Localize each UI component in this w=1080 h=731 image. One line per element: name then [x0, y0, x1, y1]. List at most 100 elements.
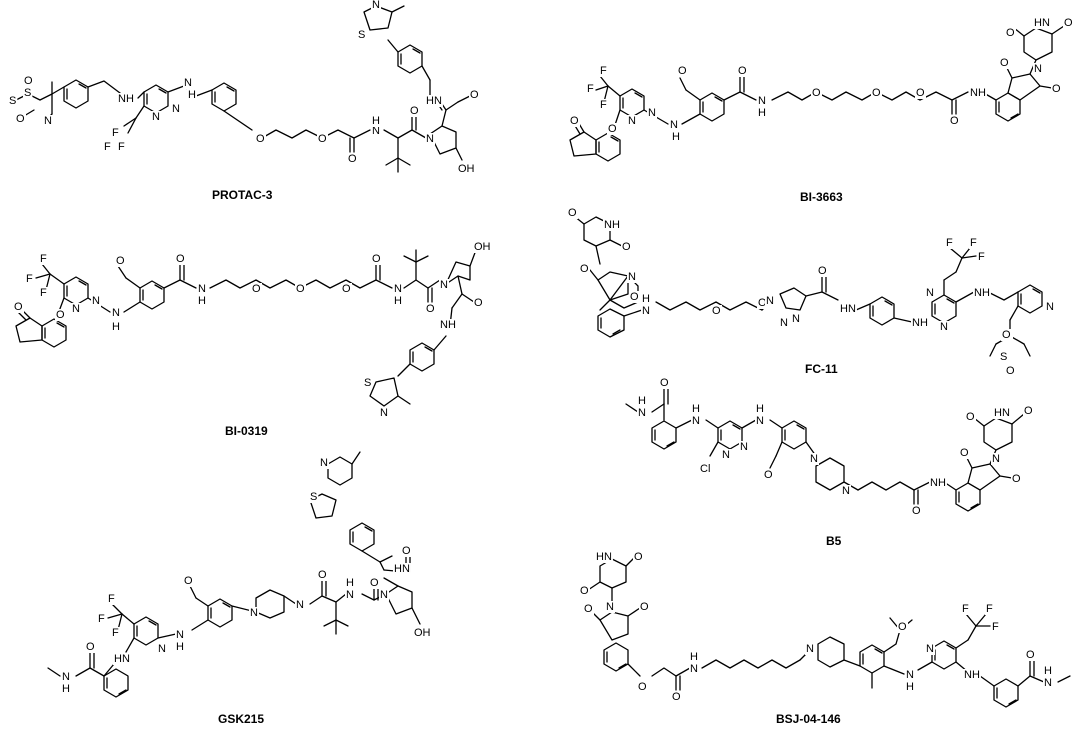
atom-label-background [1023, 405, 1034, 417]
atom-label-background [817, 265, 828, 277]
atom-label: NH [974, 287, 990, 299]
atom-label: H [906, 681, 914, 693]
atom-label-background [629, 291, 640, 303]
atom-label-background [357, 29, 367, 41]
atom-label-background [183, 575, 194, 587]
atom-label: O [916, 87, 925, 99]
atom-label: N [906, 669, 914, 681]
atom-label: O [252, 283, 261, 295]
atom-label-background [439, 319, 457, 331]
atom-label-background [639, 601, 650, 613]
atom-label-background [85, 641, 96, 653]
compound-b5: N H O N H N N Cl N H O N N O NH O O N O … [625, 377, 1034, 548]
atom-label-background [13, 301, 24, 313]
atom-label: O [348, 153, 357, 165]
atom-label-background [379, 589, 389, 601]
atom-label: HN [994, 407, 1010, 419]
atom-label-background [586, 83, 595, 95]
atom-label: N [92, 295, 100, 307]
atom-label-background [739, 441, 749, 453]
atom-label: O [1052, 83, 1061, 95]
atom-label-background [841, 485, 851, 497]
atom-label-background [111, 127, 120, 139]
atom-label-background [341, 283, 352, 295]
atom-label: O [580, 585, 589, 597]
atom-label-background [91, 295, 101, 307]
atom-label: OH [474, 241, 491, 253]
atom-label: N [756, 415, 764, 427]
atom-label-background [317, 133, 328, 145]
compound-bsj: O O HN O O N O O N H N O N H N F F F NH … [579, 551, 1071, 726]
atom-label-background [925, 287, 935, 299]
atom-label-background [1005, 365, 1016, 377]
atom-label-background [595, 551, 613, 563]
atom-label: H [176, 641, 184, 653]
atom-label: F [108, 593, 115, 605]
atom-label: N [926, 643, 934, 655]
bi0319-atom-labels: F F F O O N N N H O O N H O O O O N H O … [13, 241, 492, 419]
atom-label-background [961, 603, 970, 615]
atom-label: O [318, 569, 327, 581]
atom-label: O [580, 263, 589, 275]
atom-label: F [986, 603, 993, 615]
atom-label-background [1063, 17, 1074, 29]
atom-label-background [171, 103, 181, 115]
atom-label: NH [912, 317, 928, 329]
atom-label-background [457, 163, 476, 175]
atom-label: O [14, 301, 23, 313]
atom-label-background [991, 453, 1001, 465]
atom-label-background [711, 305, 722, 317]
atom-label-background [157, 643, 167, 655]
atom-label-background [689, 651, 699, 663]
atom-label-background [295, 283, 306, 295]
atom-label-background [39, 287, 48, 299]
atom-label: H [188, 89, 196, 101]
atom-label-background [175, 629, 185, 641]
atom-label: N [380, 589, 388, 601]
atom-label: O [678, 65, 687, 77]
atom-label-background [607, 123, 618, 135]
atom-label: NH [604, 219, 620, 231]
atom-label: O [372, 253, 381, 265]
atom-label-background [929, 477, 947, 489]
atom-label-background [1043, 677, 1053, 689]
atom-label-background [973, 287, 991, 299]
atom-label: N [926, 287, 934, 299]
atom-label: N [1046, 301, 1054, 313]
compound-name-bi3663: BI-3663 [800, 190, 843, 204]
atom-label: F [98, 613, 105, 625]
atom-label-background [25, 273, 34, 285]
atom-label-background [371, 115, 381, 127]
atom-label: F [587, 83, 594, 95]
atom-label: O [950, 115, 959, 127]
atom-label-background [97, 613, 106, 625]
atom-label-background [647, 107, 657, 119]
atom-label-background [295, 599, 305, 611]
atom-label: N [72, 303, 80, 315]
compound-name-gsk215: GSK215 [218, 712, 264, 726]
protac3-atom-labels: S S O O N NH N N H N F F F O O O N H O N… [8, 0, 480, 175]
atom-label: O [872, 87, 881, 99]
atom-label-background [111, 321, 121, 333]
atom-label-background [757, 95, 767, 107]
atom-label: S [358, 29, 365, 41]
compound-gsk215: N S HN O N OH O N H O N N O N H N F F F … [47, 451, 432, 726]
atom-label: HN [114, 653, 130, 665]
atom-label-background [249, 607, 259, 619]
atom-label-background [763, 469, 774, 481]
atom-label: N [722, 449, 730, 461]
atom-label-background [627, 271, 637, 283]
atom-label-background [151, 111, 161, 123]
atom-label: Cl [700, 463, 710, 475]
atom-label: O [712, 305, 721, 317]
atom-label: O [622, 241, 631, 253]
atom-label: O [370, 577, 379, 589]
atom-label: O [818, 265, 827, 277]
atom-label-background [15, 113, 26, 125]
atom-label-background [699, 463, 712, 475]
atom-label: N [320, 457, 328, 469]
atom-label: O [184, 575, 193, 587]
atom-label: O [898, 621, 907, 633]
b5-atom-labels: N H O N H N N Cl N H O N N O NH O O N O … [637, 377, 1034, 517]
atom-label-background [671, 691, 682, 703]
